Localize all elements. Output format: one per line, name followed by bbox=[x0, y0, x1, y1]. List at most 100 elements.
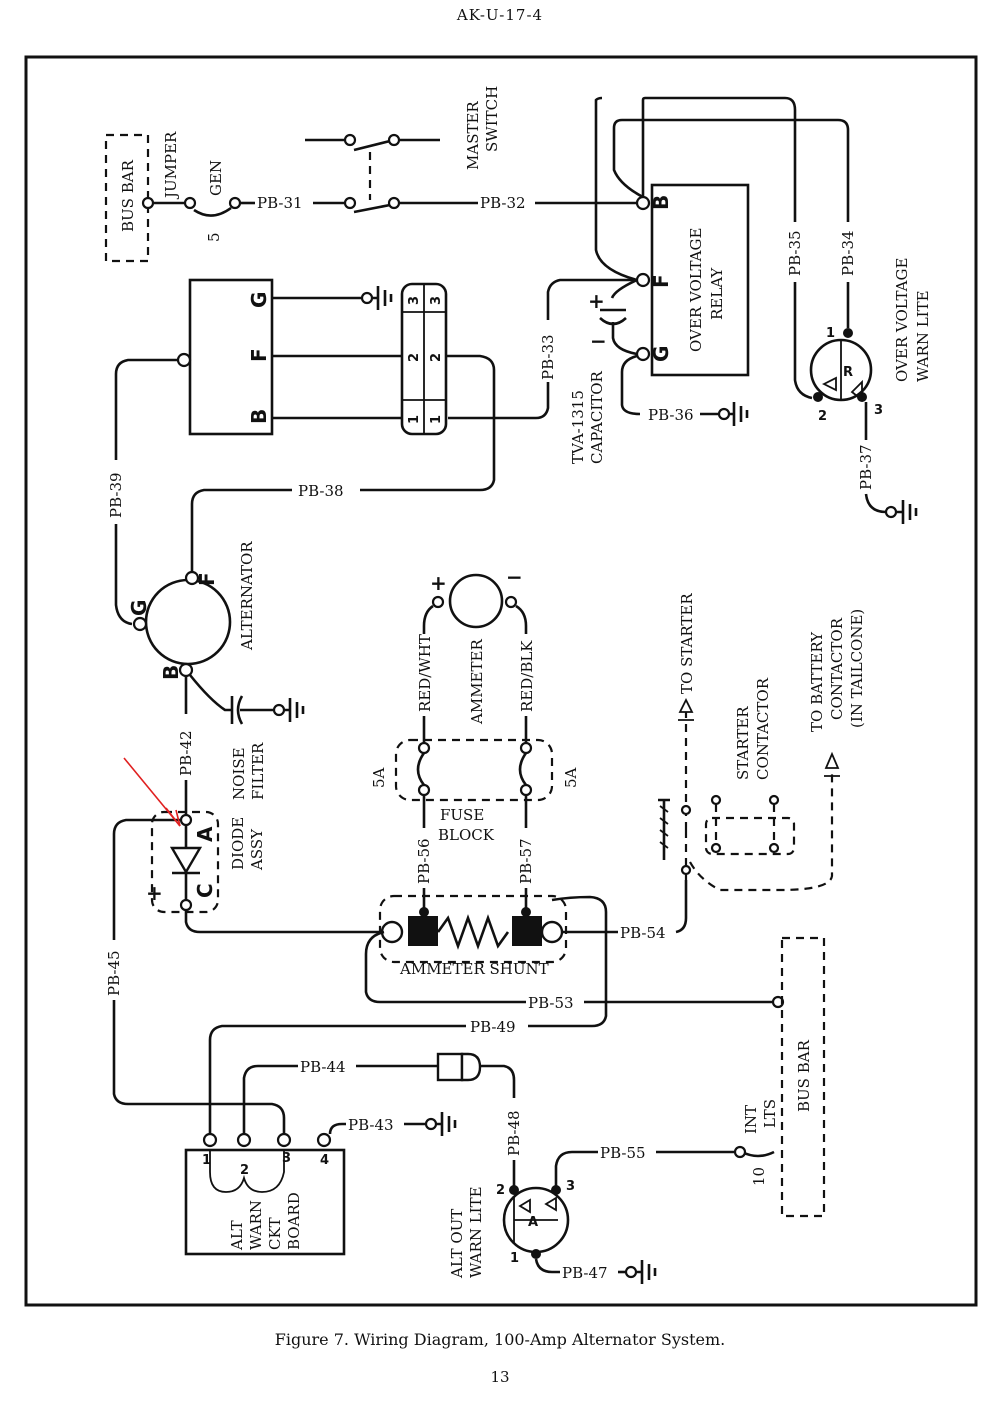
pb32-label: PB-32 bbox=[480, 194, 526, 212]
pb45-label: PB-45 bbox=[105, 950, 123, 996]
diagram-border bbox=[24, 55, 978, 1307]
svg-text:1: 1 bbox=[826, 326, 835, 341]
svg-text:+: + bbox=[146, 881, 163, 905]
noise-filter-label-2: FILTER bbox=[249, 742, 267, 800]
fuse-a-left: 5A bbox=[370, 767, 388, 788]
to-battery-label-2: CONTACTOR bbox=[828, 617, 846, 720]
gen-switch bbox=[141, 196, 242, 217]
alt-out-warn-lite: 2 3 1 A bbox=[496, 1179, 575, 1266]
svg-text:A: A bbox=[193, 826, 217, 842]
over-voltage-warn-lite: 1 2 3 R bbox=[793, 282, 883, 424]
int-lts-label-1: INT bbox=[742, 1105, 760, 1134]
pb47-label: PB-47 bbox=[562, 1264, 608, 1282]
fuse-block-label-2: BLOCK bbox=[438, 826, 495, 844]
svg-text:−: − bbox=[506, 565, 523, 589]
svg-text:2: 2 bbox=[407, 353, 422, 362]
svg-text:1: 1 bbox=[202, 1153, 211, 1168]
svg-text:F: F bbox=[195, 572, 219, 586]
svg-text:A: A bbox=[528, 1215, 538, 1230]
pb55-label: PB-55 bbox=[600, 1144, 646, 1162]
svg-text:B: B bbox=[247, 409, 271, 424]
fuse-block-label-1: FUSE bbox=[440, 806, 484, 824]
ground-pb37 bbox=[896, 500, 918, 524]
top-bus-bar: BUS BAR bbox=[104, 133, 150, 263]
pb44-label: PB-44 bbox=[300, 1058, 346, 1076]
jumper-label: JUMPER bbox=[162, 131, 180, 200]
pb54-label: PB-54 bbox=[620, 924, 666, 942]
pb39-label: PB-39 bbox=[107, 472, 125, 518]
svg-text:BUS BAR: BUS BAR bbox=[795, 1039, 813, 1112]
starter-contactor-label-1: STARTER bbox=[734, 706, 752, 780]
svg-text:BUS BAR: BUS BAR bbox=[119, 159, 137, 232]
alt-out-lite-label-2: WARN LITE bbox=[467, 1186, 485, 1278]
alt-out-lite-label-1: ALT OUT bbox=[448, 1209, 466, 1279]
gen-label: GEN bbox=[207, 160, 225, 196]
svg-text:B: B bbox=[649, 195, 673, 210]
svg-text:G: G bbox=[649, 346, 673, 362]
pb31-label: PB-31 bbox=[257, 194, 303, 212]
master-switch-label-1: MASTER bbox=[464, 101, 482, 170]
pb34-label: PB-34 bbox=[839, 230, 857, 276]
svg-text:G: G bbox=[127, 600, 151, 616]
to-battery-label-3: (IN TAILCONE) bbox=[848, 609, 866, 728]
svg-text:RELAY: RELAY bbox=[708, 267, 726, 320]
svg-text:3: 3 bbox=[407, 296, 422, 305]
starter-contactor-label-2: CONTACTOR bbox=[754, 677, 772, 780]
over-voltage-relay: B F G OVER VOLTAGE RELAY bbox=[635, 183, 750, 377]
diode-label-1: DIODE bbox=[229, 817, 247, 870]
to-battery-label-1: TO BATTERY bbox=[808, 631, 826, 732]
ammeter-shunt-label: AMMETER SHUNT bbox=[399, 960, 549, 978]
svg-text:F: F bbox=[247, 348, 271, 362]
ammeter: + − bbox=[430, 565, 523, 629]
starter-contactor bbox=[658, 697, 840, 892]
svg-text:BOARD: BOARD bbox=[285, 1192, 303, 1250]
pb56-label: PB-56 bbox=[415, 838, 433, 884]
svg-text:WARN: WARN bbox=[247, 1200, 265, 1250]
svg-text:2: 2 bbox=[496, 1183, 505, 1198]
svg-text:+: + bbox=[430, 571, 447, 595]
svg-text:3: 3 bbox=[874, 403, 883, 418]
pb35-label: PB-35 bbox=[786, 230, 804, 276]
red-blk-label: RED/BLK bbox=[518, 640, 536, 712]
svg-text:ALT: ALT bbox=[228, 1220, 246, 1251]
svg-text:2: 2 bbox=[429, 353, 444, 362]
svg-text:F: F bbox=[649, 274, 673, 288]
red-wht-label: RED/WHT bbox=[416, 634, 434, 712]
capacitor-label-2: CAPACITOR bbox=[588, 370, 606, 464]
svg-text:OVER VOLTAGE: OVER VOLTAGE bbox=[687, 228, 705, 352]
int-lts-label-2: LTS bbox=[761, 1099, 779, 1128]
pb36-label: PB-36 bbox=[648, 406, 694, 424]
diode-assy: A C + bbox=[146, 810, 220, 914]
pb49-label: PB-49 bbox=[470, 1018, 516, 1036]
svg-text:4: 4 bbox=[320, 1153, 329, 1168]
pb33-label: PB-33 bbox=[539, 334, 557, 380]
red-arrow-annotation bbox=[123, 757, 181, 827]
page-number: 13 bbox=[490, 1368, 510, 1386]
figure-caption: Figure 7. Wiring Diagram, 100-Amp Altern… bbox=[274, 1330, 726, 1349]
svg-text:3: 3 bbox=[282, 1151, 291, 1166]
alt-warn-ckt-board: 1 2 3 4 ALT WARN CKT BOARD bbox=[184, 1132, 346, 1256]
svg-text:C: C bbox=[193, 883, 217, 898]
pb38-label: PB-38 bbox=[298, 482, 344, 500]
noise-filter-label-1: NOISE bbox=[230, 747, 248, 800]
tva-capacitor: + − bbox=[588, 278, 638, 356]
int-lts-number: 10 bbox=[750, 1167, 768, 1186]
terminal-strip: 3 3 2 2 1 1 bbox=[400, 282, 448, 436]
svg-text:1: 1 bbox=[407, 415, 422, 424]
pb53-label: PB-53 bbox=[528, 994, 574, 1012]
alternator: F G B bbox=[127, 570, 232, 680]
pb57-label: PB-57 bbox=[517, 838, 535, 884]
ovr-lite-label-2: WARN LITE bbox=[914, 290, 932, 382]
svg-text:R: R bbox=[843, 365, 853, 380]
svg-text:B: B bbox=[159, 665, 183, 680]
master-switch-label-2: SWITCH bbox=[483, 86, 501, 152]
pb48-label: PB-48 bbox=[505, 1110, 523, 1156]
svg-text:3: 3 bbox=[429, 296, 444, 305]
svg-text:+: + bbox=[588, 289, 605, 313]
svg-text:2: 2 bbox=[818, 409, 827, 424]
svg-text:1: 1 bbox=[510, 1251, 519, 1266]
diode-label-2: ASSY bbox=[248, 828, 266, 871]
svg-text:3: 3 bbox=[566, 1179, 575, 1194]
pb43-label: PB-43 bbox=[348, 1116, 394, 1134]
